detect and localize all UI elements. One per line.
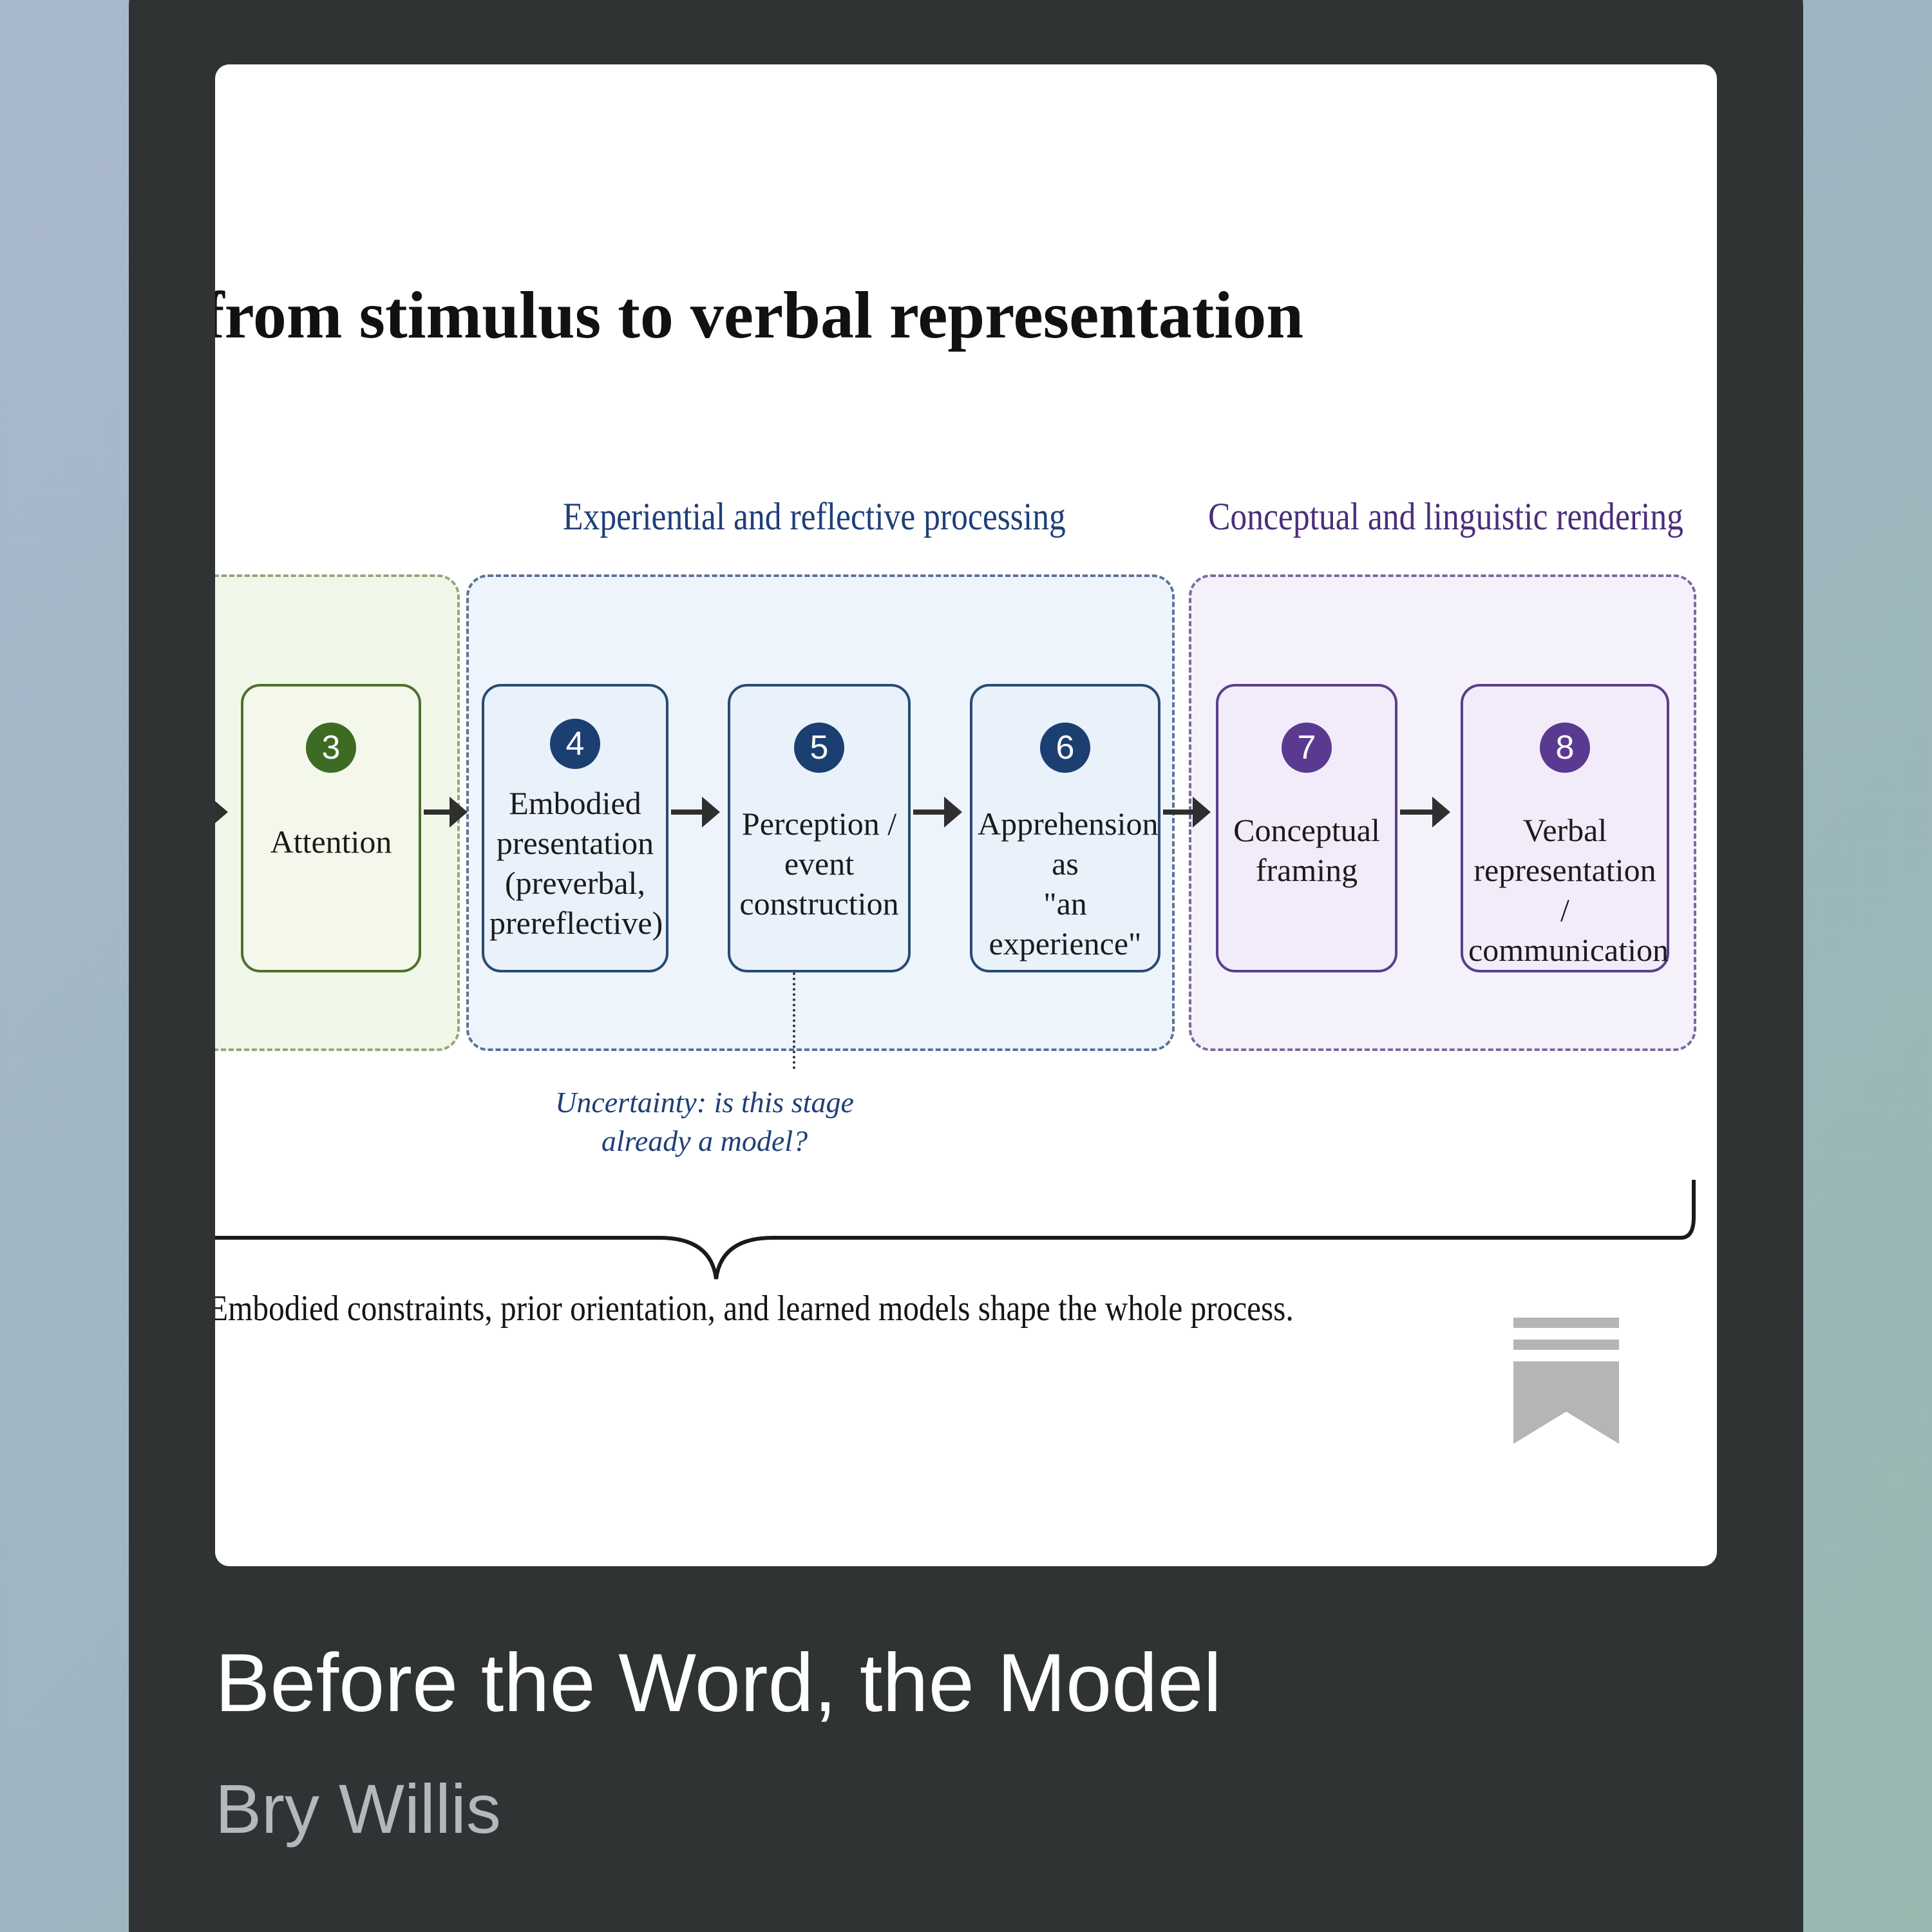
stage-label: Perception / event construction xyxy=(739,806,899,922)
process-brace xyxy=(215,1180,1696,1280)
stage-3-attention: 3 Attention xyxy=(241,684,421,972)
group-label-conceptual: Conceptual and linguistic rendering xyxy=(1208,495,1683,538)
arrow-3-to-4 xyxy=(424,797,468,828)
stage-7-conceptual-framing: 7 Conceptual framing xyxy=(1216,684,1397,972)
arrow-6-to-7 xyxy=(1163,797,1211,828)
uncertainty-note: Uncertainty: is this stage already a mod… xyxy=(555,1086,854,1157)
stage-label: Conceptual framing xyxy=(1233,812,1380,888)
stage-number-badge: 7 xyxy=(1282,723,1332,773)
stage-number-badge: 6 xyxy=(1040,723,1090,773)
stage-5-perception: 5 Perception / event construction xyxy=(728,684,911,972)
post-title[interactable]: Before the Word, the Model xyxy=(215,1637,1222,1729)
stage-label: Verbal representation / communication xyxy=(1468,812,1669,968)
arrow-4-to-5 xyxy=(671,797,720,828)
arrow-7-to-8 xyxy=(1400,797,1450,828)
stage-number-badge: 8 xyxy=(1540,723,1590,773)
stage-label: Attention xyxy=(270,824,392,860)
stage-number-badge: 5 xyxy=(794,723,844,773)
cover-caption: Embodied constraints, prior orientation,… xyxy=(215,1289,1294,1329)
stage-number-badge: 4 xyxy=(550,719,600,769)
stage-4-embodied-presentation: 4 Embodied presentation (preverbal, prer… xyxy=(482,684,668,972)
author-name[interactable]: Bry Willis xyxy=(215,1770,501,1848)
uncertainty-connector xyxy=(793,972,795,1069)
stage-6-apprehension: 6 Apprehension as "an experience" xyxy=(970,684,1160,972)
stage-8-verbal-representation: 8 Verbal representation / communication xyxy=(1461,684,1669,972)
stage-label: Embodied presentation (preverbal, preref… xyxy=(489,785,663,941)
group-label-experiential: Experiential and reflective processing xyxy=(563,495,1066,538)
arrow-5-to-6 xyxy=(913,797,962,828)
stage-label: Apprehension as "an experience" xyxy=(978,806,1159,961)
stage-number-badge: 3 xyxy=(306,723,356,773)
bookmark-icon[interactable] xyxy=(1513,1318,1619,1444)
cover-title: from stimulus to verbal representation xyxy=(215,278,1304,352)
post-card[interactable]: from stimulus to verbal representation E… xyxy=(129,0,1803,1932)
cover-image[interactable]: from stimulus to verbal representation E… xyxy=(215,64,1717,1566)
